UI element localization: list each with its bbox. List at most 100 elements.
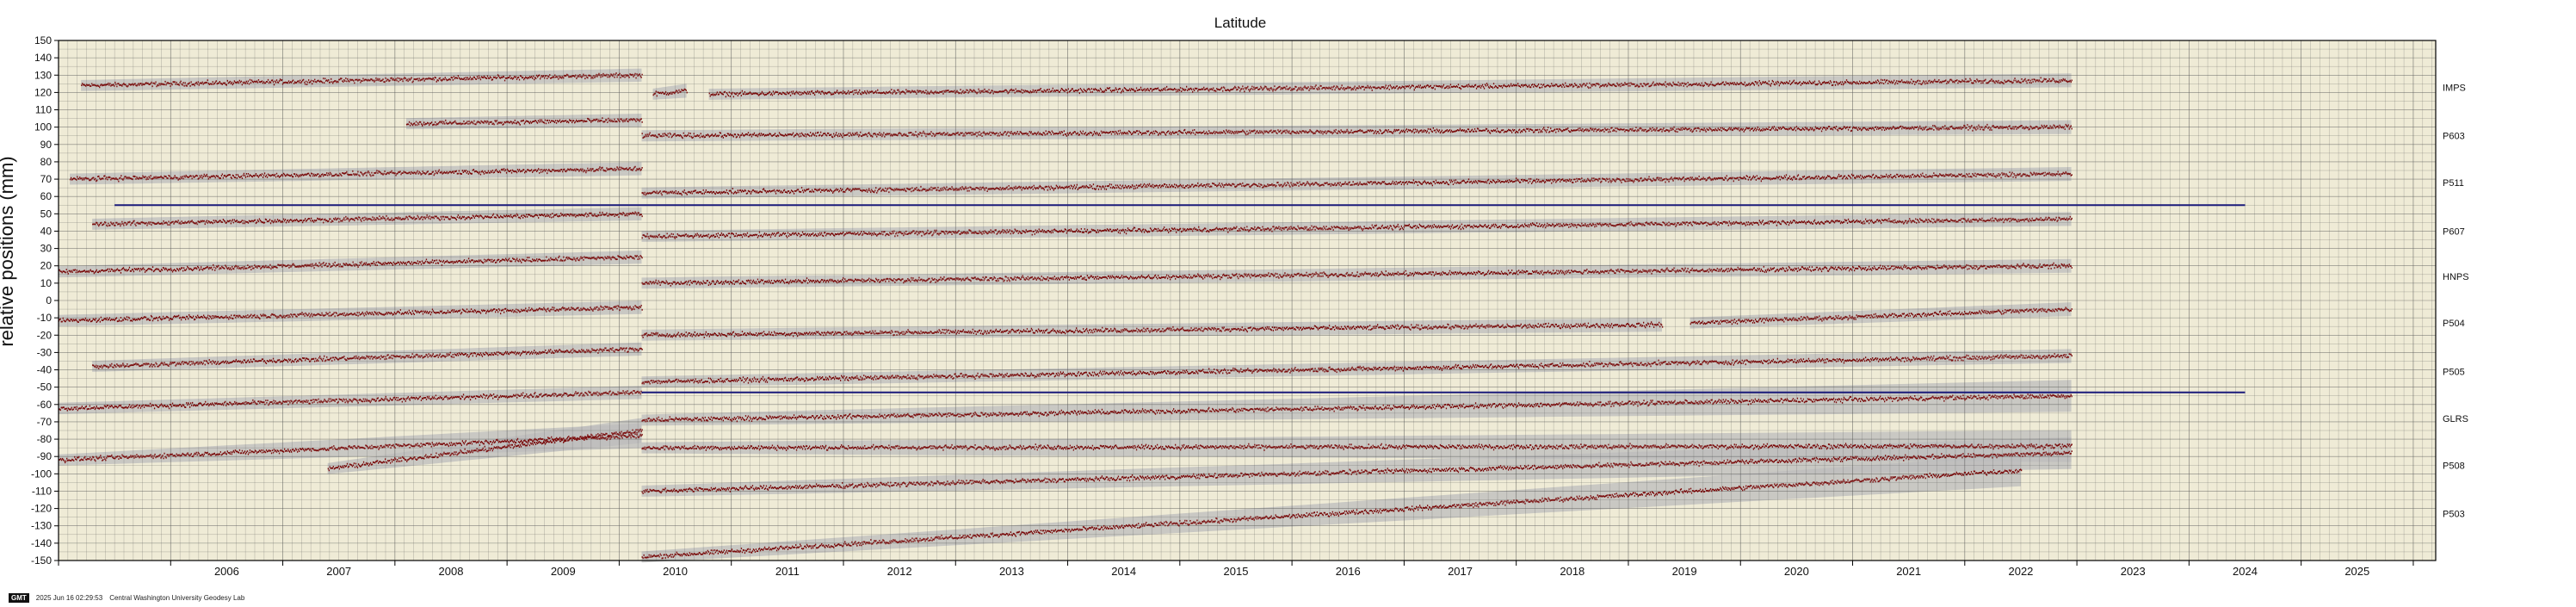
x-tick-label: 2021: [1896, 565, 1921, 578]
x-tick-label: 2015: [1224, 565, 1249, 578]
x-tick-label: 2008: [439, 565, 464, 578]
reference-lines: [114, 204, 2246, 393]
y-tick-label: 140: [34, 52, 52, 64]
station-points: [641, 353, 2073, 385]
x-tick-label: 2006: [214, 565, 239, 578]
station-points: [92, 211, 643, 227]
station-points: [641, 393, 2073, 423]
y-tick-label: 30: [40, 243, 53, 255]
x-tick-label: 2011: [775, 565, 800, 578]
y-tick-label: 110: [35, 104, 52, 116]
y-tick-label: -40: [37, 364, 53, 376]
station-label: P504: [2443, 319, 2465, 329]
y-tick-label: -20: [37, 329, 53, 341]
error-band: [641, 167, 2072, 199]
y-tick-label: -90: [37, 450, 53, 462]
y-tick-label: -120: [31, 503, 52, 515]
y-tick-label: 150: [34, 34, 52, 46]
station-points: [708, 77, 2073, 98]
y-tick-label: -80: [37, 433, 53, 445]
station-points: [652, 88, 688, 97]
footer-badge: GMT 2025 Jun 16 02:29:53 Central Washing…: [9, 593, 244, 603]
gmt-logo: GMT: [9, 593, 29, 603]
y-tick-label: 60: [40, 190, 53, 202]
station-points: [92, 347, 643, 369]
footer-timestamp: 2025 Jun 16 02:29:53: [35, 594, 103, 602]
chart-title: Latitude: [1214, 15, 1267, 31]
y-tick-label: 80: [40, 156, 53, 168]
y-tick-label: -50: [37, 381, 53, 393]
y-tick-label: -100: [31, 468, 52, 480]
y-tick-label: 10: [40, 277, 53, 289]
station-points: [59, 390, 643, 412]
station-points: [59, 305, 643, 323]
station-points: [641, 215, 2073, 239]
x-tick-label: 2016: [1336, 565, 1361, 578]
x-tick-label: 2024: [2233, 565, 2258, 578]
x-tick-label: 2017: [1448, 565, 1473, 578]
y-tick-label: 90: [40, 139, 53, 151]
error-band: [405, 114, 642, 130]
data-points: [59, 72, 2073, 560]
footer-credit: Central Washington University Geodesy La…: [109, 594, 245, 602]
y-tick-label: -150: [31, 554, 52, 567]
y-tick-label: 0: [46, 294, 52, 307]
station-points: [641, 468, 2023, 560]
station-points: [641, 443, 2073, 451]
station-label: IMPS: [2443, 83, 2466, 93]
station-points: [641, 450, 2073, 494]
grid-lines: [58, 40, 2436, 561]
y-tick-label: -140: [31, 537, 52, 549]
station-points: [641, 170, 2073, 196]
y-tick-label: 120: [34, 86, 52, 98]
station-label: P607: [2443, 226, 2465, 237]
station-points: [405, 117, 643, 127]
x-tick-label: 2025: [2344, 565, 2369, 578]
x-tick-label: 2023: [2121, 565, 2146, 578]
station-label: P505: [2443, 368, 2465, 378]
error-band: [641, 349, 2072, 388]
station-points: [641, 123, 2073, 139]
y-tick-label: 100: [34, 121, 52, 133]
station-label: P511: [2443, 178, 2464, 189]
y-tick-label: 20: [40, 260, 53, 272]
y-tick-label: 40: [40, 225, 53, 237]
y-tick-label: 50: [40, 207, 53, 220]
station-label: P603: [2443, 132, 2465, 142]
x-tick-label: 2019: [1672, 565, 1697, 578]
y-axis-label: relative positions (mm): [0, 156, 17, 346]
y-tick-label: -110: [32, 485, 52, 497]
station-label: P508: [2443, 461, 2465, 471]
y-axis-ticks: -150-140-130-120-110-100-90-80-70-60-50-…: [31, 34, 59, 567]
y-tick-label: -30: [37, 346, 53, 358]
station-label: P503: [2443, 510, 2465, 520]
station-label: GLRS: [2443, 414, 2468, 424]
station-points: [641, 262, 2073, 287]
y-tick-label: -10: [37, 312, 53, 324]
x-tick-label: 2020: [1784, 565, 1809, 578]
x-tick-label: 2007: [326, 565, 351, 578]
error-band: [652, 84, 687, 100]
y-tick-label: -130: [31, 520, 52, 532]
y-tick-label: -70: [37, 416, 53, 428]
y-tick-label: 130: [34, 69, 52, 81]
station-points: [1690, 307, 2073, 325]
error-band: [81, 68, 642, 91]
y-tick-label: -60: [37, 399, 53, 411]
x-tick-label: 2018: [1560, 565, 1585, 578]
station-points: [327, 428, 643, 472]
error-band: [641, 380, 2072, 426]
x-tick-label: 2012: [887, 565, 912, 578]
station-points: [59, 433, 643, 464]
x-tick-label: 2013: [999, 565, 1024, 578]
x-tick-label: 2022: [2008, 565, 2033, 578]
station-label: HNPS: [2443, 272, 2469, 282]
x-tick-label: 2009: [551, 565, 576, 578]
x-tick-label: 2010: [663, 565, 688, 578]
y-tick-label: 70: [40, 173, 53, 185]
station-points: [81, 72, 643, 89]
station-points: [59, 255, 643, 275]
